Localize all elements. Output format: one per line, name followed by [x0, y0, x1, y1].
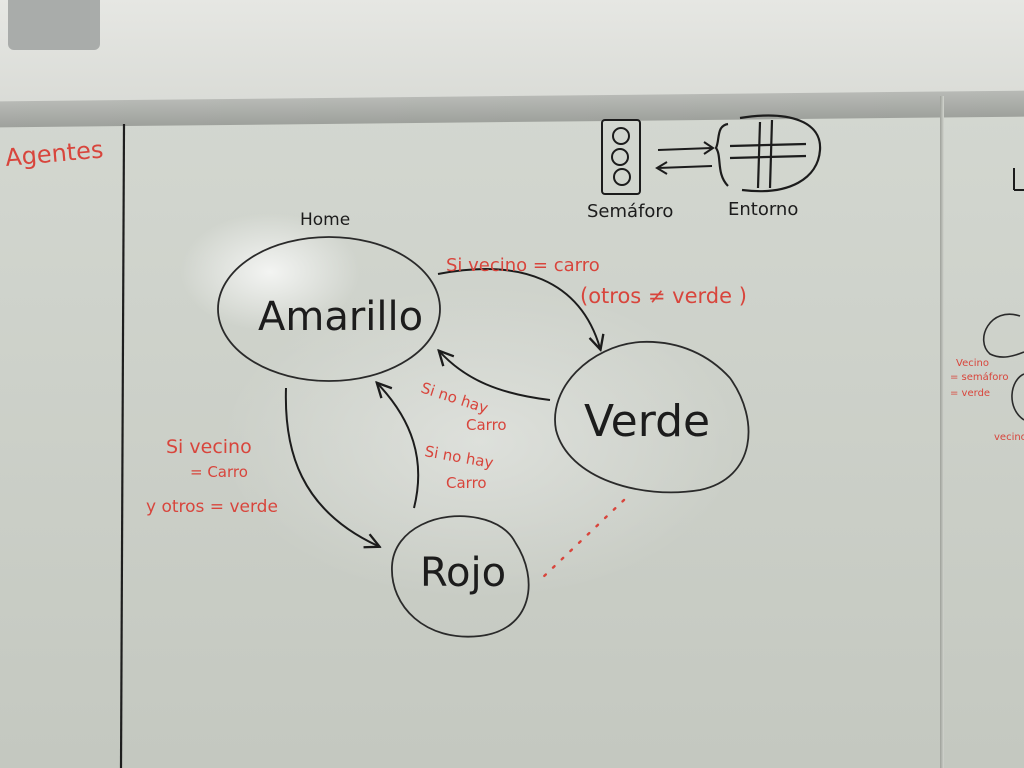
right-panel-line: = verde: [950, 388, 990, 399]
transition-label-line: (otros ≠ verde ): [580, 284, 747, 308]
arrow-amarillo-to-verde: [437, 268, 600, 348]
bidirectional-arrow-icon: [655, 141, 715, 175]
state-verde-circle: [554, 340, 750, 494]
transition-label-line: = Carro: [190, 463, 248, 481]
home-label: Home: [300, 210, 350, 230]
transition-label-line: Si vecino = carro: [446, 255, 600, 276]
transition-label-line: y otros = verde: [146, 497, 278, 517]
transition-label-line: Si no hay: [423, 442, 495, 472]
arrow-amarillo-to-rojo: [284, 387, 378, 546]
margin-line: [119, 123, 126, 768]
transition-label-line: Carro: [446, 474, 487, 492]
legend-entorno: Entorno: [728, 199, 798, 220]
state-verde-label: Verde: [584, 396, 710, 447]
state-amarillo-circle: [217, 236, 441, 382]
whiteboard: [0, 112, 1024, 768]
state-rojo-label: Rojo: [420, 550, 506, 596]
wall-sticker: [8, 0, 100, 50]
right-panel-line: vecino: [994, 432, 1024, 443]
whiteboard-seam: [940, 96, 944, 768]
right-panel-loop: [982, 313, 1024, 358]
right-panel-notes: Vecino = semáforo = verde vecino: [950, 358, 1024, 443]
intersection-grid-icon: [714, 114, 822, 193]
traffic-light-icon: [601, 119, 641, 195]
transition-rojo-to-amarillo: Si no hay Carro: [423, 442, 495, 492]
legend-semaforo: Semáforo: [587, 201, 673, 222]
arrow-rojo-to-amarillo: [378, 384, 420, 509]
transition-label-line: Si no hay: [419, 379, 491, 418]
arrow-verde-to-amarillo: [440, 352, 551, 401]
transition-label-line: Si vecino: [166, 436, 252, 458]
state-rojo-circle: [391, 515, 530, 638]
right-panel-line: Vecino: [956, 358, 989, 369]
transition-amarillo-to-rojo: Si vecino = Carro y otros = verde: [146, 436, 278, 517]
side-label-agentes: Agentes: [4, 136, 104, 172]
right-panel-bracket: [1013, 168, 1024, 191]
transition-amarillo-to-verde: Si vecino = carro (otros ≠ verde ): [446, 255, 747, 308]
state-amarillo-label: Amarillo: [258, 294, 423, 340]
dotted-connector: [538, 498, 626, 582]
right-panel-arc: [1011, 373, 1024, 421]
right-panel-line: = semáforo: [950, 371, 1008, 383]
transition-label-line: Carro: [466, 416, 507, 434]
